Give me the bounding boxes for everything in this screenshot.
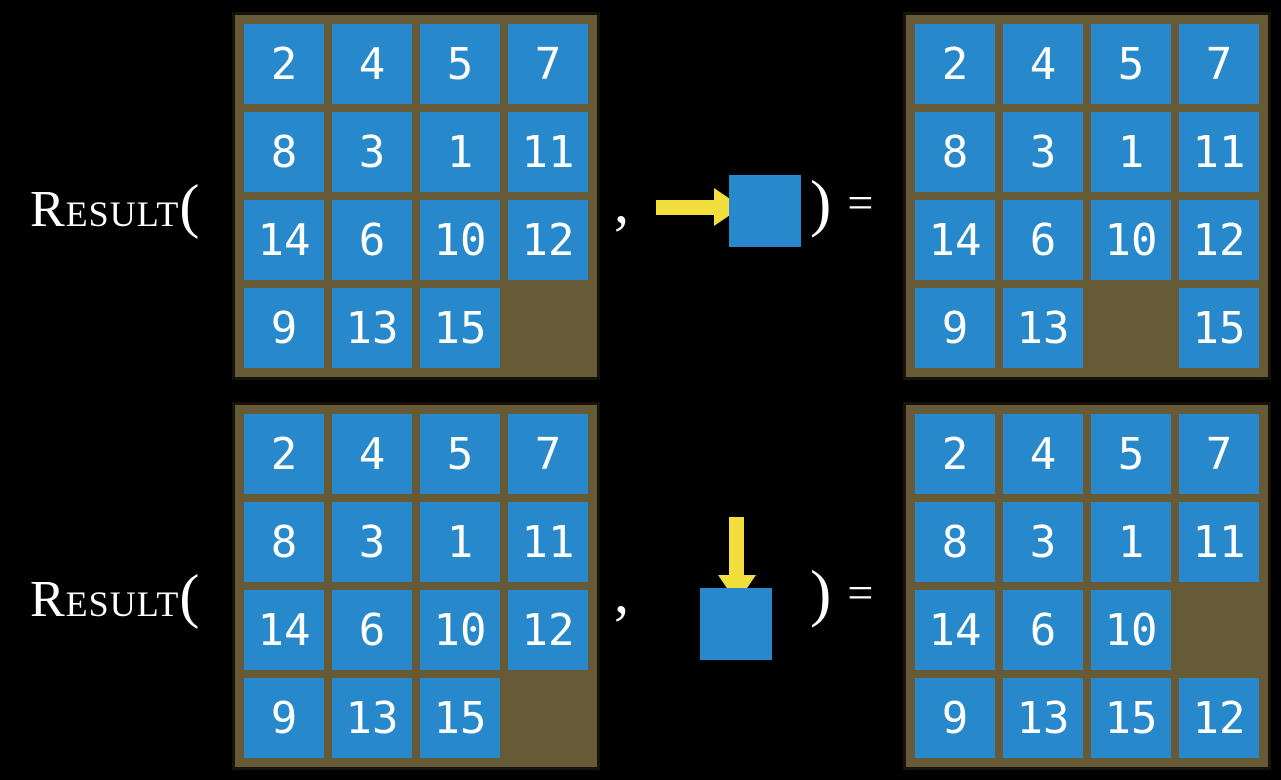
move-right-arrow-icon [656,200,716,215]
tile-8: 8 [915,112,995,192]
tile-12: 12 [1179,200,1259,280]
tile-2: 2 [915,414,995,494]
tile-12: 12 [508,200,588,280]
tile-14: 14 [915,590,995,670]
tile-9: 9 [915,678,995,758]
tile-3: 3 [1003,502,1083,582]
tile-1: 1 [420,112,500,192]
moved-tile-square-2 [700,588,772,660]
comma-separator-2: , [614,559,629,625]
tile-11: 11 [508,502,588,582]
tile-5: 5 [420,24,500,104]
tile-6: 6 [1003,200,1083,280]
tile-9: 9 [244,678,324,758]
open-paren: ( [179,173,200,239]
tile-9: 9 [244,288,324,368]
tile-3: 3 [1003,112,1083,192]
close-paren: ) [810,557,832,628]
tile-7: 7 [508,414,588,494]
result-function-label-1: Result( [30,176,199,236]
equals-sign: = [847,567,874,618]
close-paren-equals-2: ) = [810,558,873,628]
open-paren: ( [179,563,200,629]
tile-6: 6 [1003,590,1083,670]
tile-5: 5 [1091,414,1171,494]
tile-10: 10 [1091,590,1171,670]
empty-cell [508,678,588,758]
moved-tile-square-1 [729,175,801,247]
empty-cell [1091,288,1171,368]
tile-5: 5 [420,414,500,494]
tile-6: 6 [332,590,412,670]
tile-9: 9 [915,288,995,368]
tile-6: 6 [332,200,412,280]
tile-8: 8 [915,502,995,582]
tile-11: 11 [1179,112,1259,192]
tile-10: 10 [420,590,500,670]
tile-4: 4 [1003,24,1083,104]
tile-12: 12 [1179,678,1259,758]
tile-15: 15 [420,678,500,758]
tile-14: 14 [244,200,324,280]
close-paren-equals-1: ) = [810,168,873,238]
tile-11: 11 [1179,502,1259,582]
function-name: Result [30,571,180,628]
tile-2: 2 [244,24,324,104]
tile-3: 3 [332,502,412,582]
tile-13: 13 [332,678,412,758]
tile-4: 4 [332,24,412,104]
empty-cell [1179,590,1259,670]
tile-2: 2 [915,24,995,104]
equals-sign: = [847,177,874,228]
close-paren: ) [810,167,832,238]
tile-2: 2 [244,414,324,494]
tile-15: 15 [1091,678,1171,758]
function-name: Result [30,181,180,238]
tile-15: 15 [420,288,500,368]
tile-11: 11 [508,112,588,192]
tile-13: 13 [332,288,412,368]
tile-3: 3 [332,112,412,192]
tile-10: 10 [1091,200,1171,280]
tile-5: 5 [1091,24,1171,104]
tile-1: 1 [1091,112,1171,192]
tile-4: 4 [332,414,412,494]
tile-15: 15 [1179,288,1259,368]
tile-1: 1 [1091,502,1171,582]
tile-4: 4 [1003,414,1083,494]
move-down-arrow-icon [729,517,744,577]
empty-cell [508,288,588,368]
tile-13: 13 [1003,288,1083,368]
tile-12: 12 [508,590,588,670]
tile-14: 14 [244,590,324,670]
comma-separator-1: , [614,169,629,235]
tile-7: 7 [508,24,588,104]
tile-10: 10 [420,200,500,280]
tile-13: 13 [1003,678,1083,758]
tile-8: 8 [244,502,324,582]
tile-7: 7 [1179,414,1259,494]
tile-7: 7 [1179,24,1259,104]
tile-1: 1 [420,502,500,582]
tile-14: 14 [915,200,995,280]
tile-8: 8 [244,112,324,192]
result-function-label-2: Result( [30,566,199,626]
